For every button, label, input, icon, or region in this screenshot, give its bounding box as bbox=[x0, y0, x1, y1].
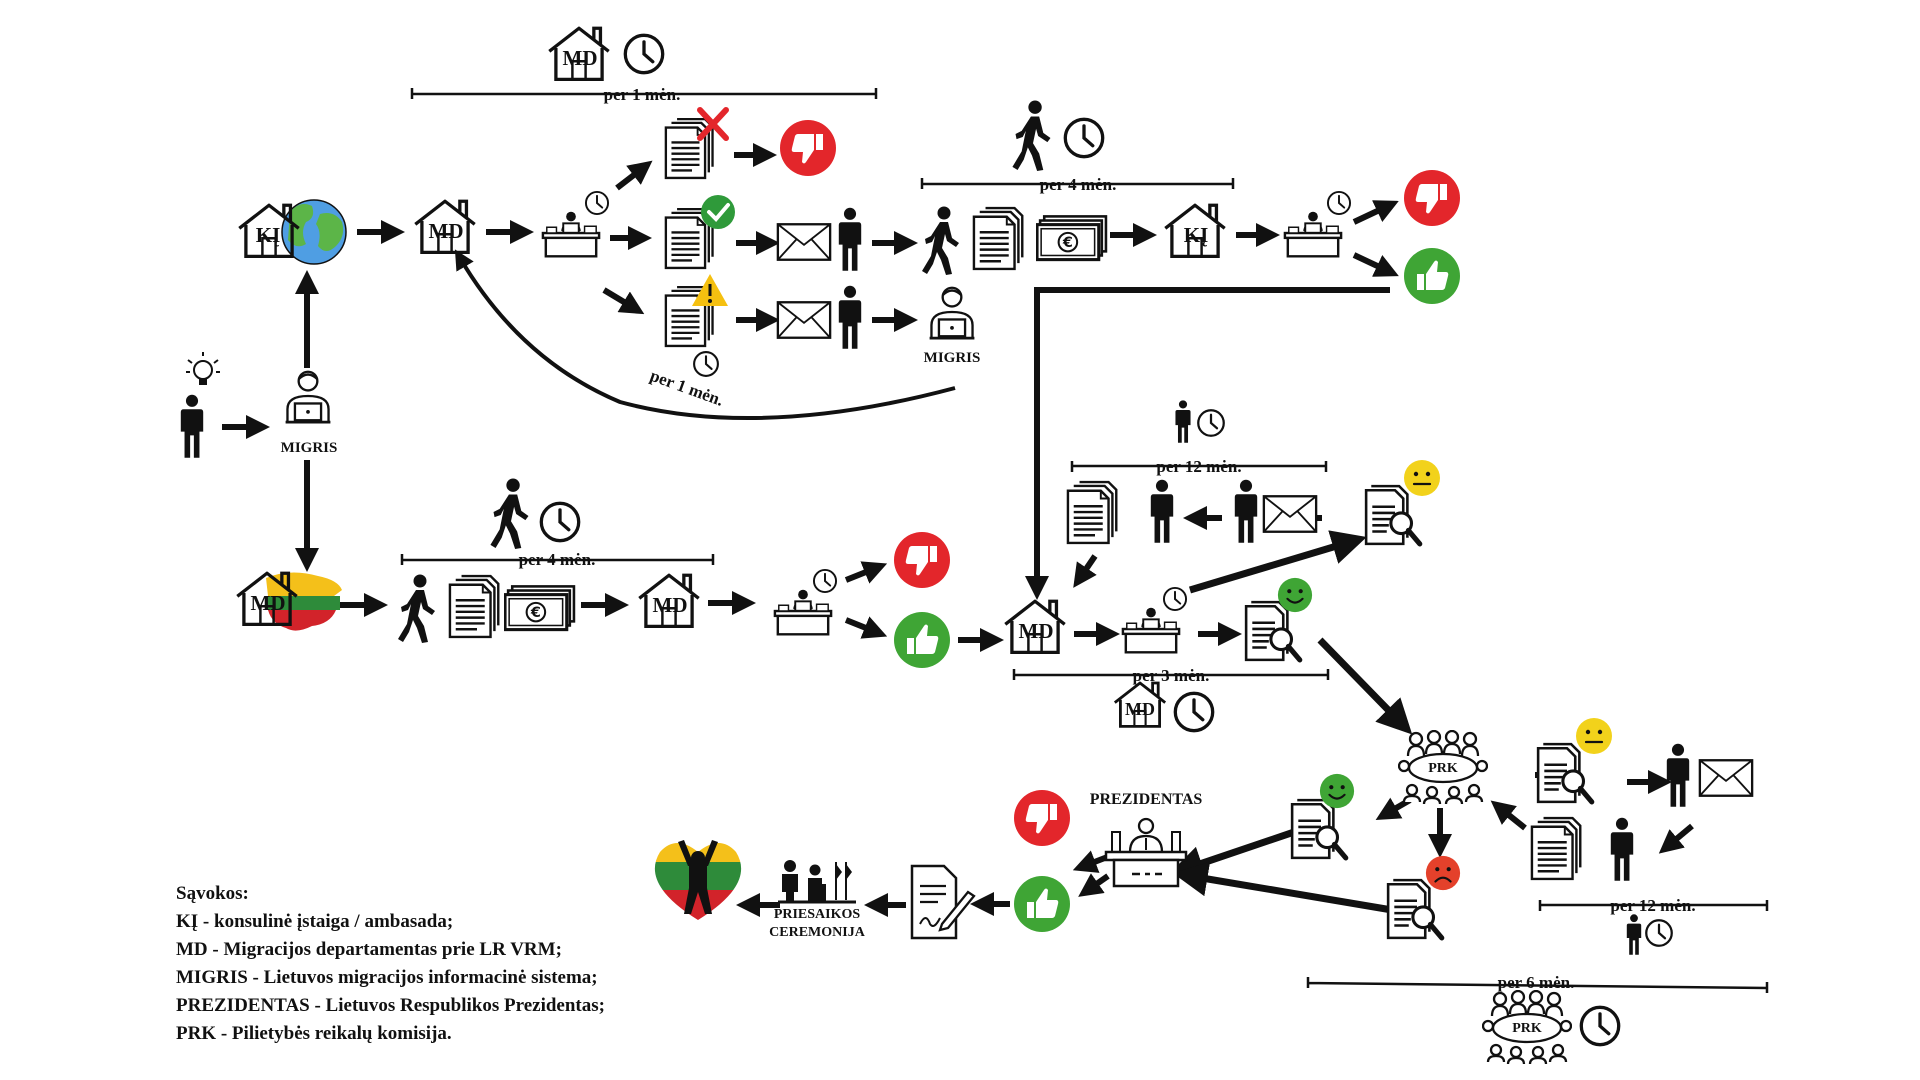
person-icon bbox=[1150, 479, 1174, 543]
walking-person-icon bbox=[922, 206, 959, 275]
migris-label-left: MIGRIS bbox=[281, 440, 338, 456]
loop-back-arrow bbox=[454, 249, 956, 421]
warning-icon bbox=[692, 274, 728, 306]
oath-ceremony-icon bbox=[778, 860, 856, 904]
legend-item-ki: KĮ - konsulinė įstaiga / ambasada; bbox=[176, 911, 454, 932]
md-label-center: MD bbox=[1019, 619, 1054, 643]
migris-user-icon bbox=[928, 286, 976, 340]
ceremony-label-2: CEREMONIJA bbox=[769, 925, 866, 940]
clock-icon bbox=[1326, 190, 1352, 216]
clock-icon bbox=[539, 501, 581, 543]
legend-item-md: MD - Migracijos departamentas prie LR VR… bbox=[176, 939, 562, 960]
person-icon bbox=[1234, 479, 1258, 543]
document-stack-icon bbox=[1530, 816, 1582, 881]
clock-icon bbox=[812, 568, 838, 594]
duration-prk-resubmit: per 12 mėn. bbox=[1610, 896, 1695, 915]
md-header-label: MD bbox=[563, 46, 598, 70]
long-arrows bbox=[1168, 530, 1413, 914]
magnifier-document-icon bbox=[1366, 486, 1420, 544]
md-label-mid: MD bbox=[653, 593, 688, 617]
person-icon bbox=[838, 207, 862, 271]
thumbs-up-icon bbox=[1404, 248, 1460, 304]
md-label-left: MD bbox=[251, 591, 286, 615]
clock-icon bbox=[1162, 586, 1188, 612]
migris-user-icon bbox=[284, 370, 332, 424]
clock-icon bbox=[584, 190, 610, 216]
office-desk-icon bbox=[541, 210, 601, 258]
document-stack-icon bbox=[972, 206, 1024, 271]
duration-md-review: per 3 mėn. bbox=[1133, 666, 1210, 685]
envelope-icon bbox=[776, 223, 832, 261]
magnifier-document-icon bbox=[1538, 744, 1592, 802]
clock-icon bbox=[1579, 1005, 1621, 1047]
person-icon bbox=[838, 285, 862, 349]
legend: Sąvokos: KĮ - konsulinė įstaiga / ambasa… bbox=[176, 880, 876, 1048]
document-stack-icon bbox=[448, 574, 500, 639]
ki-label: KĮ bbox=[256, 223, 281, 247]
flow-arrows bbox=[222, 143, 1694, 917]
duration-resubmit: per 12 mėn. bbox=[1156, 457, 1241, 476]
happy-face-icon bbox=[1318, 772, 1356, 810]
office-desk-icon bbox=[773, 588, 833, 636]
office-desk-icon bbox=[1121, 606, 1181, 654]
person-icon bbox=[1666, 743, 1690, 807]
check-mark-icon bbox=[701, 195, 735, 229]
document-stack-icon bbox=[1066, 480, 1118, 545]
legend-item-prk: PRK - Pilietybės reikalų komisija. bbox=[176, 1023, 452, 1044]
euro-banknote-icon bbox=[1036, 214, 1108, 262]
lightbulb-icon bbox=[186, 352, 220, 385]
sad-face-icon bbox=[1424, 854, 1462, 892]
md-label-review: MD bbox=[1125, 699, 1155, 719]
clock-icon bbox=[693, 351, 719, 377]
duration-brackets bbox=[400, 88, 1769, 993]
thumbs-down-icon bbox=[1014, 790, 1070, 846]
clock-icon bbox=[1063, 117, 1105, 159]
ceremony-label-1: PRIESAIKOS bbox=[774, 907, 861, 922]
clock-icon bbox=[1197, 409, 1225, 437]
clock-icon bbox=[1645, 919, 1673, 947]
prezidentas-label: PREZIDENTAS bbox=[1090, 791, 1203, 808]
duration-top-ki: per 4 mėn. bbox=[1040, 175, 1117, 194]
person-icon bbox=[1175, 400, 1191, 443]
prk-label-bottom: PRK bbox=[1512, 1021, 1542, 1036]
envelope-icon bbox=[776, 301, 832, 339]
envelope-icon bbox=[1262, 495, 1318, 533]
thumbs-up-icon bbox=[1014, 876, 1070, 932]
thumbs-down-icon bbox=[1404, 170, 1460, 226]
happy-face-icon bbox=[1276, 576, 1314, 614]
globe-icon bbox=[281, 199, 347, 265]
clock-icon bbox=[1173, 691, 1215, 733]
person-icon bbox=[1610, 817, 1634, 881]
signed-contract-icon bbox=[910, 864, 976, 940]
neutral-face-icon bbox=[1574, 716, 1614, 756]
magnifier-document-icon bbox=[1388, 880, 1442, 938]
thumbs-down-icon bbox=[894, 532, 950, 588]
walking-person-icon bbox=[1012, 100, 1051, 171]
migris-label-right: MIGRIS bbox=[924, 350, 981, 366]
clock-icon bbox=[623, 33, 665, 75]
walking-person-icon bbox=[398, 574, 435, 643]
ki-label-2: KĮ bbox=[1184, 223, 1209, 247]
thumbs-up-icon bbox=[894, 612, 950, 668]
euro-banknote-icon bbox=[504, 584, 576, 632]
x-mark-icon bbox=[697, 107, 729, 141]
person-icon bbox=[1626, 914, 1642, 955]
duration-prk-review: per 6 mėn. bbox=[1498, 973, 1575, 992]
prk-label: PRK bbox=[1428, 761, 1458, 776]
legend-item-prezidentas: PREZIDENTAS - Lietuvos Respublikos Prezi… bbox=[176, 995, 605, 1016]
duration-top-md: per 1 mėn. bbox=[604, 85, 681, 104]
president-podium-icon bbox=[1104, 817, 1188, 888]
legend-title: Sąvokos: bbox=[176, 883, 249, 904]
md-label-top: MD bbox=[429, 219, 464, 243]
legend-item-migris: MIGRIS - Lietuvos migracijos informacinė… bbox=[176, 967, 598, 988]
duration-bottom-md: per 4 mėn. bbox=[519, 550, 596, 569]
neutral-face-icon bbox=[1402, 458, 1442, 498]
envelope-icon bbox=[1698, 759, 1754, 797]
office-desk-icon bbox=[1283, 210, 1343, 258]
applicant-person-icon bbox=[180, 394, 204, 458]
thumbs-down-icon bbox=[780, 120, 836, 176]
magnifier-document-icon bbox=[1292, 800, 1346, 858]
walking-person-icon bbox=[490, 478, 529, 549]
